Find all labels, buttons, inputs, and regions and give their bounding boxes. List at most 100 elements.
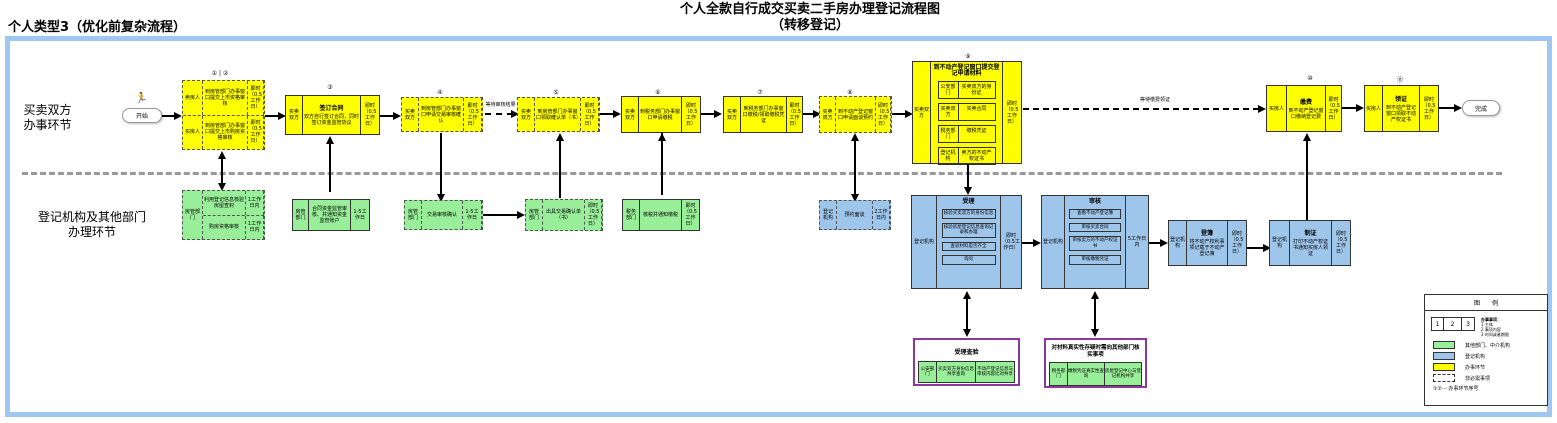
arrowhead (905, 110, 913, 118)
actor: 买房人 (1365, 86, 1383, 131)
step-number: ⑦ (757, 89, 763, 96)
certificate-issue-box: 登记机构 制证打印不动产权证书通知买房人领证 即时（0.5工作日） (1269, 220, 1351, 266)
task: 到税务部门办事窗口申请缴税 (639, 97, 682, 132)
step-11-box: 买房人 领证到不动产登记窗口领取不动产权证书 即时（0.5工作日） (1364, 85, 1439, 132)
arrowhead (851, 133, 859, 141)
step-3-box: 买卖双方 签订合同双方自行签订合同，同时签订资金监管协议 即时（0.5工作日） (285, 95, 380, 135)
legend-cell: 1 (1432, 318, 1444, 330)
arrowhead (1091, 291, 1099, 299)
arrowhead (963, 329, 971, 337)
step-title: 签订合同 (319, 105, 344, 112)
tax-assessment-box: 税务部门 核税并通知缴税 即时（0.5工作日） (622, 199, 700, 231)
step-6-box: 买卖双方 到税务部门办事窗口申请缴税 即时（0.5工作日） (621, 96, 701, 133)
end-node: 完成 (1462, 100, 1500, 116)
arrowhead (964, 187, 972, 195)
arrowhead (851, 194, 859, 202)
actor: 买房人 (183, 115, 203, 149)
connector (440, 133, 442, 195)
step-title: 受理 (962, 198, 975, 205)
step-5-box: 买卖双方 到房管部门办事窗口领取確认单（书） 即时（0.5工作日） (517, 97, 600, 132)
legend-swatch-dashed (1433, 374, 1455, 382)
verify-cell: 缴税凭证真实性查询 (1068, 363, 1105, 385)
time: 即时（0.5工作日） (464, 98, 482, 131)
arrowhead (963, 291, 971, 299)
actor: 房管部门 (526, 200, 543, 230)
task: 到不动产登记窗口领取不动产权证书 (1385, 104, 1416, 123)
task: 利用登记信息核验房屋查封 (203, 191, 246, 215)
arrowhead (813, 110, 821, 118)
actor: 买卖双方 (518, 98, 535, 131)
step-title: 登簿 (1200, 230, 1213, 237)
time: 2工作日内 (873, 201, 890, 229)
connector (1306, 140, 1308, 220)
time: 1-5工作日 (353, 209, 367, 221)
step-10-box: 买房人 缴费到不动产登记窗口缴纳登记费 即时（0.5工作日） (1266, 85, 1342, 132)
lane-label-buyers-sellers: 买卖双方 办事环节 (23, 103, 72, 132)
actor: 税务部门 (623, 200, 640, 230)
issue-confirmation-box: 房管部门 出具交易确认单（书） 即时（0.5工作日） (525, 199, 603, 231)
time: 即时（0.5工作日） (585, 200, 602, 230)
acceptance-box: 登记机构 受理 核验买卖双方的身份信息 核验房屋登记信息查询记录和办理 查验材料… (911, 195, 1022, 289)
step-number: ③ (327, 84, 333, 91)
legend-label: 其他部门、中介机构 (1465, 342, 1511, 349)
check-item: 查验材料是否齐全 (941, 241, 996, 251)
legend-cell: 3 (1466, 320, 1470, 328)
external-verification-box: 对材料真实性存疑时需向其他部门核实事项 税务部门 缴税凭证真实性查询 房屋登记中… (1044, 338, 1147, 388)
arrowhead (174, 112, 182, 120)
arrowhead (658, 133, 666, 141)
step-title: 制证 (1304, 230, 1317, 237)
legend-sequence-label: ①②··· 办事环节序号 (1433, 386, 1479, 392)
connector (661, 133, 663, 195)
legend-note: 2 事项内容 (1481, 327, 1501, 332)
check-item: 询问 (941, 255, 996, 265)
arrowhead (1454, 104, 1462, 112)
arrow (701, 113, 716, 115)
fund-supervision-box: 房管部门 合同资金监管审核、并通知资金监管账户 1-5工作日 (292, 199, 370, 231)
time: 即时（0.5工作日） (1334, 231, 1348, 255)
arrow (1342, 107, 1358, 109)
arrowhead (218, 183, 226, 191)
task: 到房管部门办事窗口提交上市资格审核 (203, 81, 248, 115)
diagram-title: 个人全款自行成交买卖二手房办理登记流程图 （转移登记） (560, 2, 1060, 34)
actor: 房管部门 (293, 200, 309, 230)
step-number: ⑧ (847, 89, 853, 96)
arrow (892, 113, 907, 115)
time: 即时（0.5工作日） (876, 97, 891, 132)
arrow (1022, 242, 1035, 244)
step-number: ⑥ (655, 89, 661, 96)
arrowhead (511, 110, 519, 118)
verify-title: 对材料真实性存疑时需向其他部门核实事项 (1051, 345, 1140, 358)
registration-box: 登记机构 登簿将不动产权利事项记载于不动产登记簿 即时（0.5工作日） (1168, 220, 1247, 266)
step-number: ⑩ (1307, 75, 1313, 82)
actor: 登记机构 (1169, 221, 1187, 265)
time: 即时（0.5工作日） (684, 203, 697, 227)
material-item: 公安部门买卖双方的身份证 (937, 81, 996, 99)
lane-label-agencies: 登记机构及其他部门 办理环节 (37, 210, 146, 239)
arrowhead (1033, 239, 1041, 247)
lane-separator (22, 172, 1502, 175)
arrowhead (517, 211, 525, 219)
actor: 登记机构 (1042, 196, 1065, 288)
title-line1: 个人全款自行成交买卖二手房办理登记流程图 (679, 2, 940, 17)
legend-note: 3 时间或者期限 (1481, 332, 1509, 337)
material-item: 买卖双方买卖合同 (937, 103, 996, 121)
step-number: ④ (437, 89, 443, 96)
task: 到税务部门办事窗口缴税/领取缴税凭证 (741, 97, 787, 132)
legend-cell: 2 (1444, 318, 1462, 330)
housing-dept-check-box: 房管部门 利用登记信息核验房屋查封 1工作日内 购房资格审核 1工作日内 (182, 190, 265, 240)
step-number: ⑪ (1396, 77, 1403, 84)
material-item: 税务部门缴税凭证 (937, 125, 996, 143)
review-item: 审核缴税凭证 (1069, 255, 1121, 265)
arrowhead (326, 136, 334, 144)
task: 购房资格审核 (203, 215, 246, 239)
task: 出具交易确认单（书） (543, 200, 585, 230)
time: 1-5工作日 (463, 201, 482, 229)
dashed-arrow (1023, 108, 1259, 110)
review-item: 审核买卖合同 (1069, 222, 1121, 232)
verify-cell: 不动产登记信息与审核内容比对共享 (977, 367, 1013, 377)
verify-cell: 公安部门 (919, 362, 937, 382)
task: 将不动产权利事项记载于不动产登记簿 (1189, 239, 1225, 257)
step-7-box: 买卖双方 到税务部门办事窗口缴税/领取缴税凭证 即时（0.5工作日） (723, 96, 803, 133)
person-icon: 🏃 (135, 93, 148, 104)
verify-title: 受理查验 (954, 349, 979, 356)
